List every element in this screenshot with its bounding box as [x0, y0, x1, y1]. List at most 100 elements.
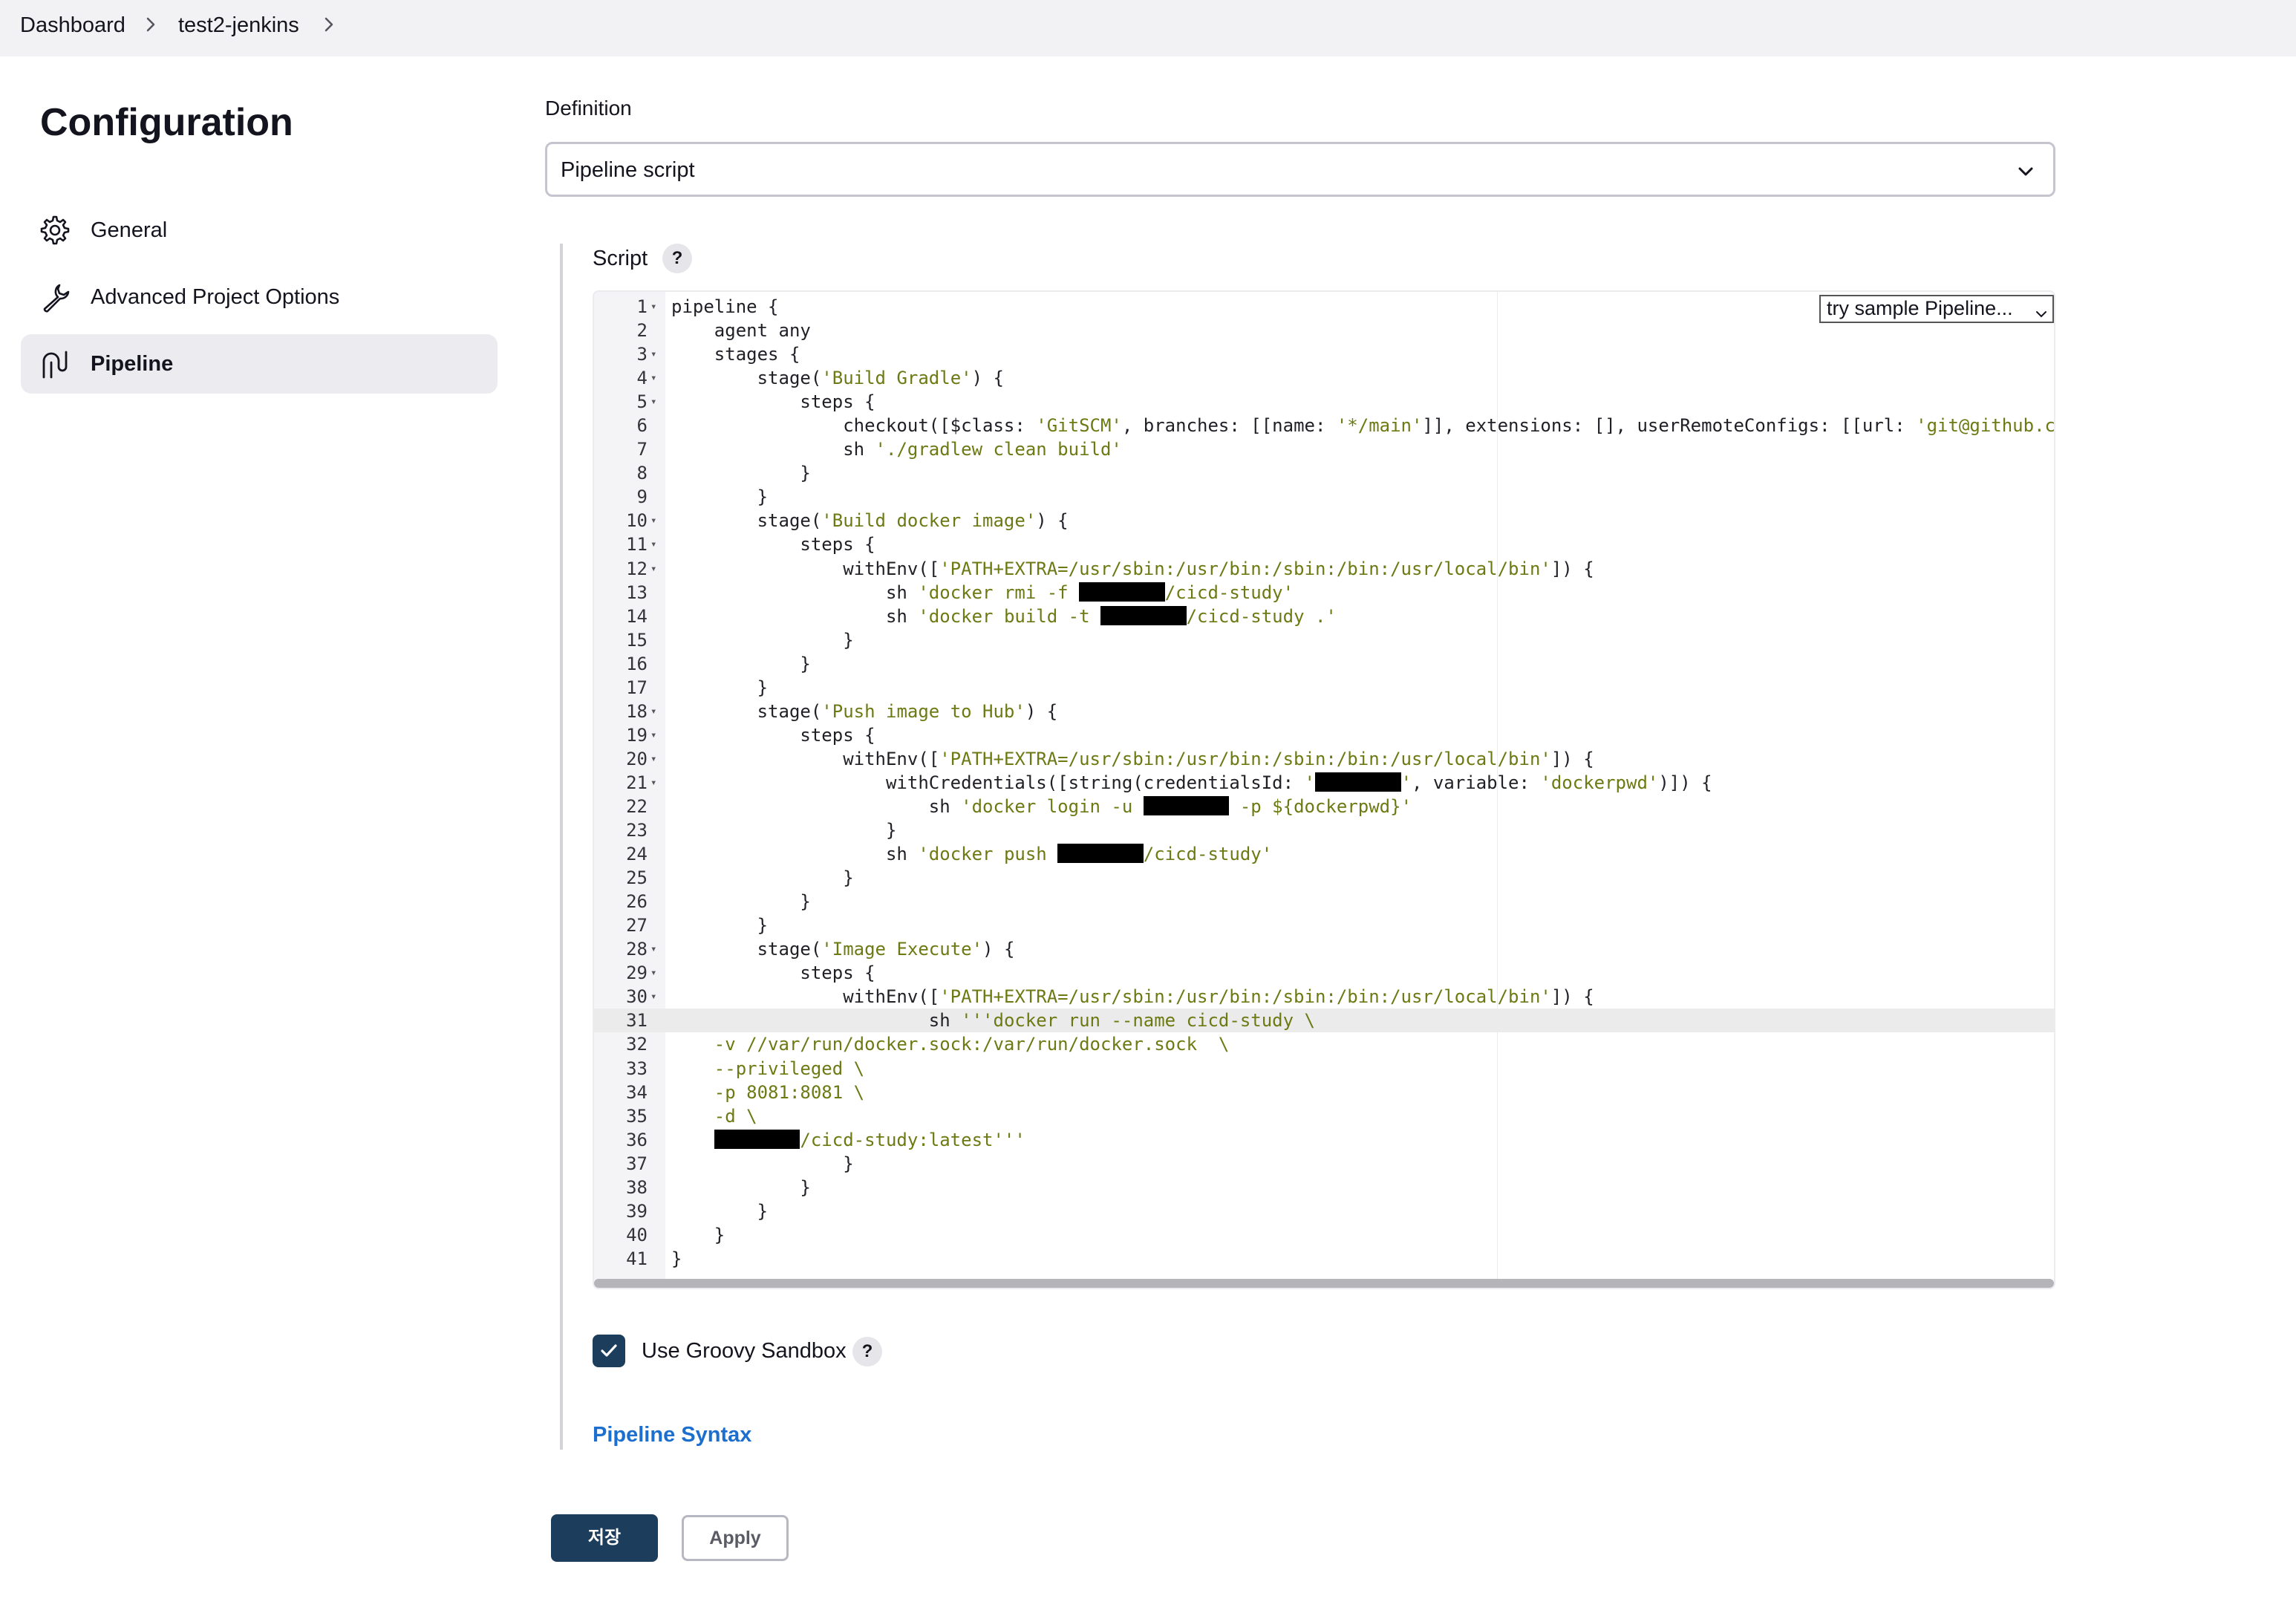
code-line[interactable]: 14 sh 'docker build -t /cicd-study .' — [594, 605, 2054, 628]
code-line[interactable]: 12▾ withEnv(['PATH+EXTRA=/usr/sbin:/usr/… — [594, 557, 2054, 581]
code-line[interactable]: 2 agent any — [594, 319, 2054, 342]
line-number: 17 — [626, 677, 648, 698]
fold-toggle-icon[interactable]: ▾ — [650, 515, 657, 527]
breadcrumb-dashboard[interactable]: Dashboard — [20, 13, 125, 37]
script-help-button[interactable]: ? — [662, 244, 692, 273]
fold-toggle-icon[interactable]: ▾ — [650, 372, 657, 385]
code-line[interactable]: 22 sh 'docker login -u -p ${dockerpwd}' — [594, 795, 2054, 818]
print-margin — [1497, 292, 1498, 1288]
code-line[interactable]: 8 } — [594, 461, 2054, 485]
sidebar-item-pipeline[interactable]: Pipeline — [21, 334, 498, 394]
code-line[interactable]: 17 } — [594, 676, 2054, 700]
sidebar-item-label: Pipeline — [91, 352, 174, 376]
horizontal-scrollbar[interactable] — [594, 1279, 2054, 1288]
breadcrumb-project[interactable]: test2-jenkins — [178, 13, 299, 37]
code-text: -p 8081:8081 \ — [671, 1081, 865, 1103]
fold-toggle-icon[interactable]: ▾ — [650, 348, 657, 361]
code-line[interactable]: 4▾ stage('Build Gradle') { — [594, 366, 2054, 390]
code-line[interactable]: 32 -v //var/run/docker.sock:/var/run/doc… — [594, 1032, 2054, 1056]
code-text: } — [671, 1200, 769, 1222]
groovy-sandbox-label[interactable]: Use Groovy Sandbox — [642, 1339, 847, 1363]
redacted-block — [1057, 844, 1144, 864]
fold-toggle-icon[interactable]: ▾ — [650, 943, 657, 956]
code-line[interactable]: 16 } — [594, 652, 2054, 676]
code-line[interactable]: 1▾pipeline { — [594, 295, 2054, 319]
code-text: sh 'docker build -t /cicd-study .' — [671, 605, 1337, 627]
line-number: 40 — [626, 1224, 648, 1245]
code-line[interactable]: 7 sh './gradlew clean build' — [594, 437, 2054, 461]
code-line[interactable]: 3▾ stages { — [594, 342, 2054, 366]
code-line[interactable]: 13 sh 'docker rmi -f /cicd-study' — [594, 581, 2054, 605]
code-line[interactable]: 33 --privileged \ — [594, 1057, 2054, 1081]
code-line[interactable]: 5▾ steps { — [594, 390, 2054, 414]
line-number: 20 — [626, 748, 648, 769]
breadcrumb-bar: Dashboard test2-jenkins — [0, 0, 2296, 56]
breadcrumb-separator-icon[interactable] — [318, 13, 340, 36]
code-line[interactable]: 39 } — [594, 1199, 2054, 1223]
fold-toggle-icon[interactable]: ▾ — [650, 729, 657, 741]
code-line[interactable]: 31 sh '''docker run --name cicd-study \ — [594, 1009, 2054, 1033]
pipeline-syntax-link[interactable]: Pipeline Syntax — [593, 1423, 752, 1447]
sidebar-item-general[interactable]: General — [21, 201, 498, 260]
code-text: } — [671, 463, 811, 484]
code-line[interactable]: 38 } — [594, 1176, 2054, 1199]
redacted-block — [714, 1129, 800, 1149]
fold-toggle-icon[interactable]: ▾ — [650, 752, 657, 765]
code-text: -v //var/run/docker.sock:/var/run/docker… — [671, 1034, 1230, 1055]
code-line[interactable]: 35 -d \ — [594, 1104, 2054, 1128]
code-line[interactable]: 24 sh 'docker push /cicd-study' — [594, 842, 2054, 866]
line-number: 3 — [636, 344, 648, 365]
code-line[interactable]: 18▾ stage('Push image to Hub') { — [594, 700, 2054, 723]
code-line[interactable]: 15 } — [594, 628, 2054, 652]
code-line[interactable]: 28▾ stage('Image Execute') { — [594, 937, 2054, 961]
code-line[interactable]: 10▾ stage('Build docker image') { — [594, 509, 2054, 532]
fold-toggle-icon[interactable]: ▾ — [650, 301, 657, 313]
fold-toggle-icon[interactable]: ▾ — [650, 396, 657, 408]
try-sample-pipeline-select[interactable]: try sample Pipeline... — [1819, 295, 2054, 323]
fold-toggle-icon[interactable]: ▾ — [650, 991, 657, 1003]
sandbox-help-button[interactable]: ? — [852, 1337, 882, 1366]
definition-select[interactable]: Pipeline script — [545, 142, 2055, 197]
line-number: 22 — [626, 795, 648, 817]
code-line[interactable]: 40 } — [594, 1223, 2054, 1247]
line-number: 38 — [626, 1176, 648, 1198]
apply-button[interactable]: Apply — [682, 1515, 789, 1561]
code-line[interactable]: 36 /cicd-study:latest''' — [594, 1128, 2054, 1152]
code-text: agent any — [671, 320, 811, 342]
code-line[interactable]: 29▾ steps { — [594, 961, 2054, 985]
fold-toggle-icon[interactable]: ▾ — [650, 967, 657, 980]
code-line[interactable]: 9 } — [594, 485, 2054, 509]
save-button[interactable]: 저장 — [551, 1514, 658, 1562]
line-number: 6 — [636, 415, 648, 437]
line-number: 27 — [626, 915, 648, 936]
groovy-sandbox-checkbox[interactable] — [593, 1335, 625, 1367]
code-line[interactable]: 21▾ withCredentials([string(credentialsI… — [594, 771, 2054, 795]
code-text: steps { — [671, 724, 875, 746]
code-line[interactable]: 41} — [594, 1247, 2054, 1271]
code-line[interactable]: 26 } — [594, 890, 2054, 913]
fold-toggle-icon[interactable]: ▾ — [650, 776, 657, 789]
redacted-block — [1079, 582, 1165, 602]
code-line[interactable]: 34 -p 8081:8081 \ — [594, 1081, 2054, 1104]
code-line[interactable]: 6 checkout([$class: 'GitSCM', branches: … — [594, 414, 2054, 437]
fold-toggle-icon[interactable]: ▾ — [650, 705, 657, 717]
code-line[interactable]: 30▾ withEnv(['PATH+EXTRA=/usr/sbin:/usr/… — [594, 985, 2054, 1009]
code-text: } — [671, 629, 854, 651]
line-number: 16 — [626, 653, 648, 674]
chevron-down-icon — [2035, 302, 2048, 318]
code-line[interactable]: 20▾ withEnv(['PATH+EXTRA=/usr/sbin:/usr/… — [594, 747, 2054, 771]
fold-toggle-icon[interactable]: ▾ — [650, 538, 657, 551]
fold-toggle-icon[interactable]: ▾ — [650, 562, 657, 575]
code-line[interactable]: 11▾ steps { — [594, 532, 2054, 556]
code-text: } — [671, 1224, 725, 1245]
code-line[interactable]: 19▾ steps { — [594, 723, 2054, 747]
pipeline-icon — [39, 348, 71, 380]
code-line[interactable]: 37 } — [594, 1152, 2054, 1176]
code-text: -d \ — [671, 1105, 757, 1127]
code-line[interactable]: 23 } — [594, 818, 2054, 842]
code-line[interactable]: 25 } — [594, 866, 2054, 890]
code-line[interactable]: 27 } — [594, 913, 2054, 937]
breadcrumb-separator-icon — [140, 13, 162, 36]
sidebar-item-advanced-project-options[interactable]: Advanced Project Options — [21, 267, 498, 327]
